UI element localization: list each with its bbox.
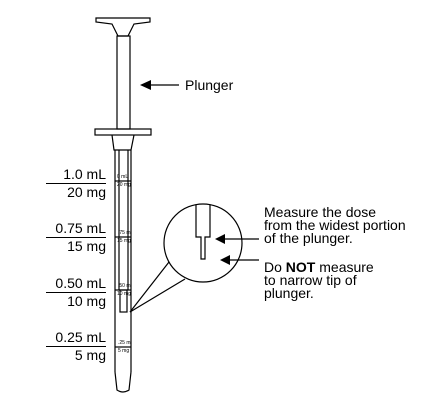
do-not-note: Do NOT measure to narrow tip of plunger.	[264, 259, 374, 301]
dose-label-1ml: 1.0 mL 20 mg	[46, 167, 106, 200]
dose-label-025ml: 0.25 mL 5 mg	[46, 330, 106, 363]
magnifier-leader-line	[129, 278, 186, 313]
note-line: of the plunger.	[264, 230, 353, 246]
barrel-tip	[114, 371, 132, 393]
dose-mg: 5 mg	[74, 347, 106, 363]
note-suffix: measure	[315, 259, 374, 275]
plunger-rod	[116, 35, 131, 130]
note-line: Measure the dose	[264, 204, 377, 220]
dose-mg: 10 mg	[67, 293, 106, 309]
barrel-mark-mg: 20 mg	[117, 182, 131, 188]
magnified-plunger	[195, 205, 211, 260]
barrel-mark-ml: 0 mL	[117, 174, 129, 180]
dose-ml: 0.50 mL	[46, 276, 106, 293]
dose-mg: 15 mg	[67, 238, 106, 254]
note-line: Do NOT measure	[264, 259, 374, 275]
measure-note: Measure the dose from the widest portion…	[264, 204, 406, 246]
barrel-mark-ml: .50 m	[118, 283, 131, 289]
barrel-mark-mg: 10 mg	[117, 291, 131, 297]
dose-label-050ml: 0.50 mL 10 mg	[46, 276, 106, 309]
barrel-mark-ml: .75 m	[118, 230, 131, 236]
barrel-mark-ml: .25 m	[118, 340, 131, 346]
dose-ml: 0.75 mL	[46, 221, 106, 238]
syringe-barrel	[114, 150, 132, 372]
magnifier-circle	[163, 203, 243, 283]
barrel-flange	[94, 128, 152, 136]
note-line: from the widest portion	[264, 217, 406, 233]
magnifier-leader-line	[129, 261, 170, 313]
note-line: plunger.	[264, 285, 314, 301]
plunger-top-flange	[95, 17, 151, 37]
dose-ml: 1.0 mL	[46, 167, 106, 184]
note-line: to narrow tip of	[264, 272, 357, 288]
note-prefix: Do	[264, 259, 286, 275]
dose-label-075ml: 0.75 mL 15 mg	[46, 221, 106, 254]
dose-mg: 20 mg	[67, 184, 106, 200]
barrel-mark-mg: 5 mg	[118, 348, 130, 354]
barrel-neck	[111, 134, 135, 151]
plunger-label: Plunger	[185, 77, 234, 93]
note-emphasis: NOT	[285, 259, 316, 275]
dose-ml: 0.25 mL	[46, 330, 106, 347]
barrel-mark-mg: 15 mg	[117, 238, 131, 244]
